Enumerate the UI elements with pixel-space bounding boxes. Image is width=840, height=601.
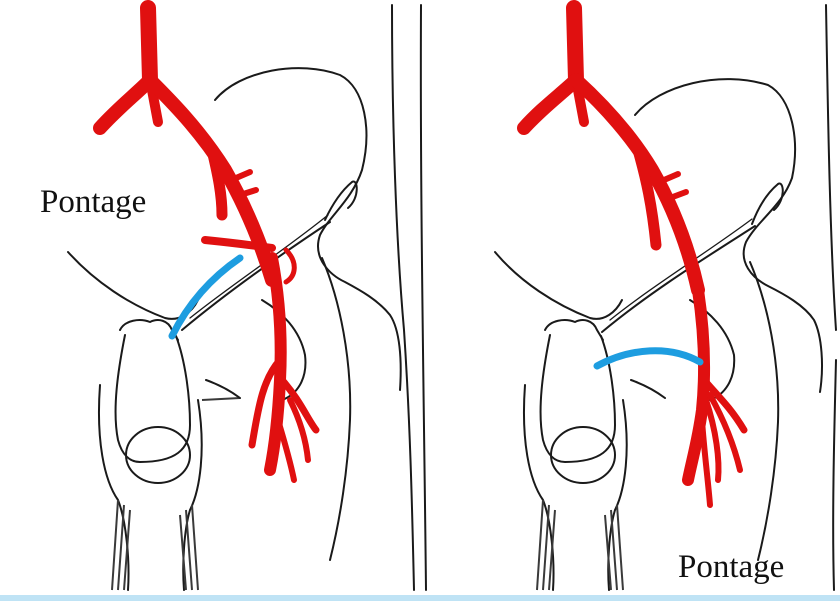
left-bypass-graft xyxy=(172,258,240,336)
left-femur-line xyxy=(322,258,350,560)
left-femoral-branch-3 xyxy=(278,420,294,480)
left-side-branch-a xyxy=(236,172,250,178)
right-bypass-graft xyxy=(597,351,700,366)
left-profunda-loop xyxy=(286,250,294,282)
left-iliac-main xyxy=(150,80,272,280)
right-aorta xyxy=(574,8,576,80)
left-pelvis-inner xyxy=(68,252,198,319)
bottom-frame-line xyxy=(0,595,840,601)
left-testis xyxy=(126,427,190,483)
left-pelvis-outline xyxy=(215,68,401,390)
right-panel: Pontage xyxy=(495,5,836,590)
right-femoral-branch-4 xyxy=(702,420,710,505)
left-panel: Pontage xyxy=(40,5,414,590)
left-hatch xyxy=(112,398,240,590)
left-common-iliac-left-branch xyxy=(100,80,150,128)
right-side-branch-a xyxy=(664,174,678,180)
right-pubis xyxy=(545,320,603,340)
left-aorta xyxy=(148,8,150,80)
left-ischium xyxy=(325,181,357,220)
right-common-iliac-left-branch xyxy=(524,80,576,128)
right-testis xyxy=(551,427,615,483)
right-pontage-label: Pontage xyxy=(678,549,784,585)
right-femur-line xyxy=(750,262,778,560)
right-pelvis-inner xyxy=(495,252,622,319)
right-buttock-curve xyxy=(631,380,665,398)
right-side-branch-b xyxy=(670,192,686,198)
panel-divider xyxy=(421,5,426,590)
left-penis-outline xyxy=(116,335,190,462)
left-buttock-curve xyxy=(206,380,240,398)
left-artery-tree xyxy=(100,8,316,480)
left-pontage-label: Pontage xyxy=(40,184,146,220)
left-skin-outline xyxy=(392,5,414,590)
right-artery-tree xyxy=(524,8,744,505)
right-femoral xyxy=(688,290,704,480)
right-skin-outline xyxy=(826,5,836,590)
right-penis-outline xyxy=(541,335,615,462)
